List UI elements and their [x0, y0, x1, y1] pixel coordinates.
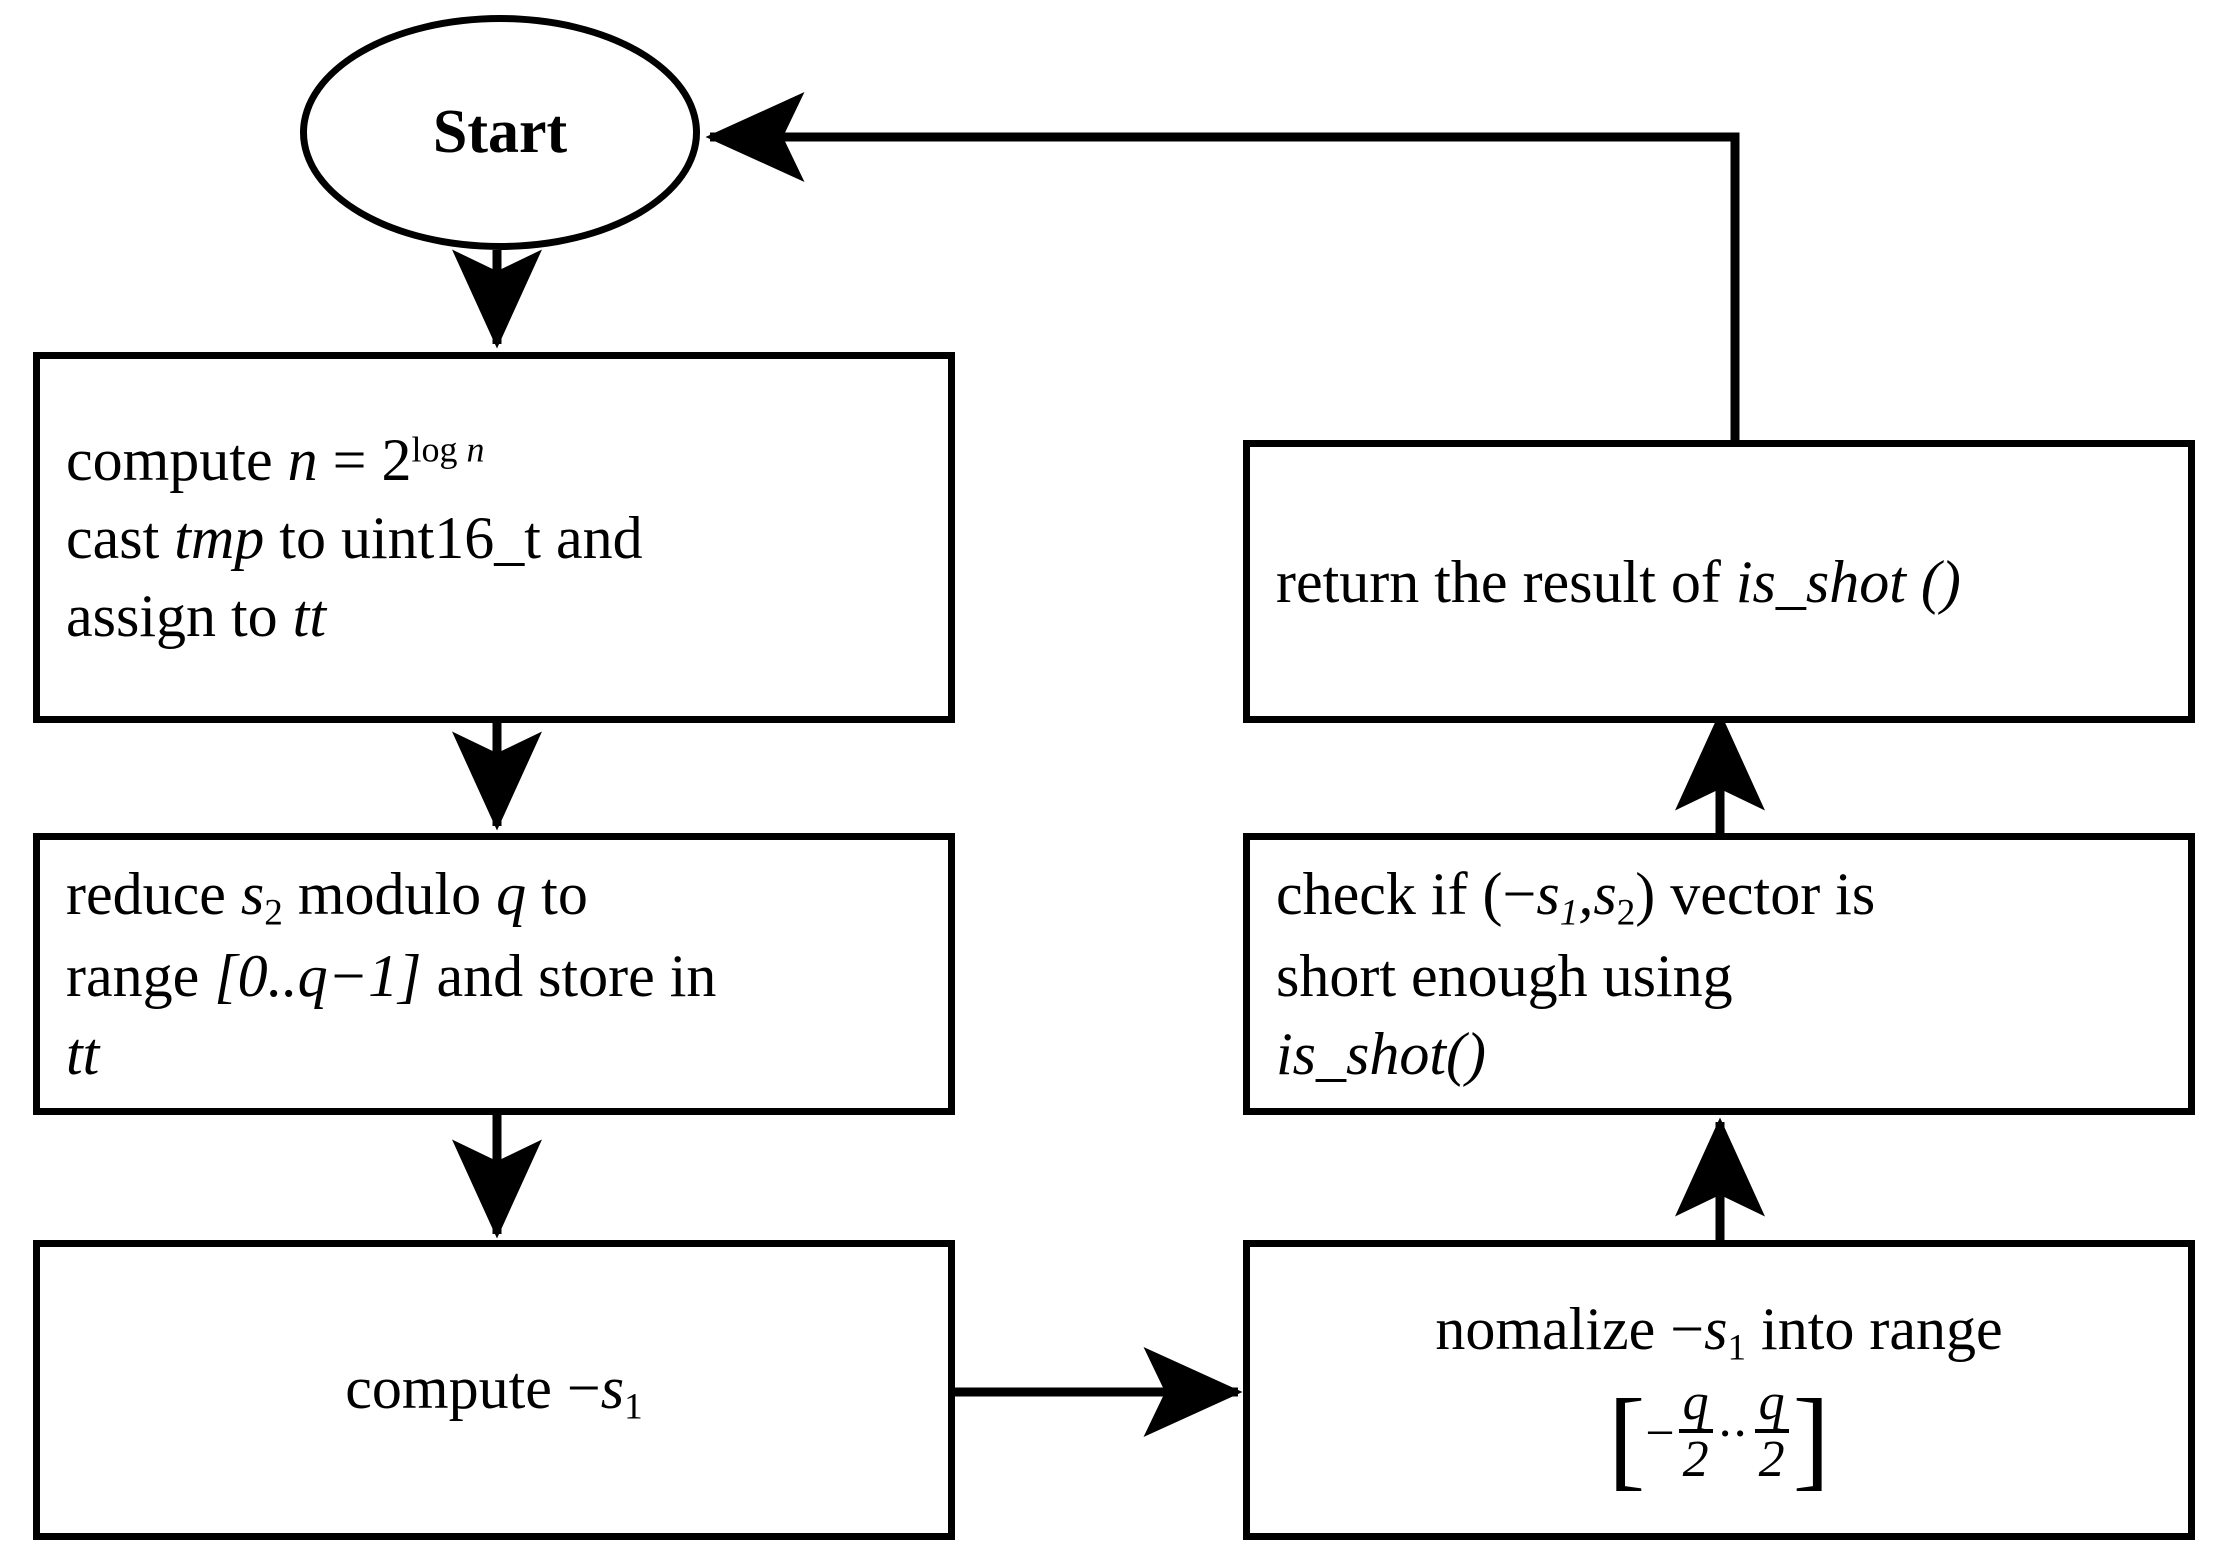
compute-neg-s1-l1-a: compute − [345, 1354, 601, 1421]
return-result-l1-var: is_shot () [1735, 548, 1961, 615]
check-short-l1-comma: , [1578, 860, 1594, 927]
reduce-s2-line-3: tt [66, 1015, 922, 1093]
compute-neg-s1-l1-sub: 1 [624, 1386, 643, 1428]
range-minus-sign: − [1645, 1404, 1675, 1462]
reduce-s2-l1-sub: 2 [264, 892, 283, 934]
range-fraction-left: q 2 [1678, 1374, 1713, 1489]
compute-neg-s1-l1-var: s [600, 1354, 625, 1421]
range-fraction-right: q 2 [1754, 1374, 1789, 1489]
compute-n-l2-a: cast [66, 504, 175, 571]
node-normalize-text: nomalize −s1 into range [ − q 2 .. q 2 ] [1250, 1290, 2188, 1501]
reduce-s2-l2-b: and store in [421, 943, 717, 1010]
node-check-short-text: check if (−s1,s2) vector is short enough… [1250, 855, 2188, 1094]
reduce-s2-line-1: reduce s2 modulo q to [66, 855, 922, 938]
normalize-l1-b: into range [1746, 1295, 2003, 1362]
compute-neg-s1-line-1: compute −s1 [66, 1349, 922, 1432]
range-fraction-right-denominator: 2 [1758, 1431, 1785, 1489]
reduce-s2-l2-a: range [66, 943, 215, 1010]
compute-n-line-2: cast tmp to uint16_t and [66, 499, 922, 577]
reduce-s2-l1-a: reduce [66, 860, 241, 927]
range-fraction-left-numerator: q [1682, 1374, 1709, 1432]
reduce-s2-l1-b: modulo [282, 860, 497, 927]
compute-n-l2-var: tmp [174, 504, 265, 571]
normalize-l1-var: s [1704, 1295, 1728, 1362]
check-short-line-3: is_shot() [1276, 1015, 2162, 1093]
reduce-s2-l1-var: s [240, 860, 265, 927]
normalize-range-expression: [ − q 2 .. q 2 ] [1276, 1376, 2162, 1501]
check-short-line-2: short enough using [1276, 943, 1733, 1010]
normalize-line-1: nomalize −s1 into range [1276, 1290, 2162, 1373]
check-short-l1-sub2: 2 [1616, 892, 1636, 934]
range-close-bracket: ] [1792, 1376, 1830, 1501]
node-return-result-text: return the result of is_shot () [1250, 543, 2188, 621]
normalize-l1-a: nomalize − [1435, 1295, 1705, 1362]
node-reduce-s2-text: reduce s2 modulo q to range [0..q−1] and… [40, 855, 948, 1094]
compute-n-l1-sup-var: n [466, 428, 485, 469]
compute-n-l2-b: to uint16_t and [264, 504, 643, 571]
node-compute-neg-s1[interactable]: compute −s1 [33, 1240, 955, 1540]
compute-n-l3-a: assign to [66, 582, 293, 649]
normalize-l1-sub: 1 [1727, 1326, 1747, 1368]
node-compute-n[interactable]: compute n = 2log n cast tmp to uint16_t … [33, 352, 955, 723]
check-short-l1-a: check if (− [1276, 860, 1537, 927]
check-short-l1-var1: s [1536, 860, 1560, 927]
check-short-line-1: check if (−s1,s2) vector is [1276, 855, 2162, 938]
compute-n-l1-sup: log n [411, 429, 484, 469]
reduce-s2-line-2: range [0..q−1] and store in [66, 937, 922, 1015]
compute-n-l1-a: compute [66, 426, 288, 493]
node-return-result[interactable]: return the result of is_shot () [1243, 440, 2195, 723]
range-fraction-left-bar [1678, 1429, 1713, 1434]
compute-n-l1-b: = 2 [317, 426, 412, 493]
return-result-line-1: return the result of is_shot () [1276, 543, 2162, 621]
reduce-s2-l1-c: to [526, 860, 588, 927]
check-short-l1-b: ) vector is [1635, 860, 1876, 927]
node-compute-neg-s1-text: compute −s1 [40, 1349, 948, 1432]
check-short-l1-var2: s [1593, 860, 1617, 927]
node-normalize[interactable]: nomalize −s1 into range [ − q 2 .. q 2 ] [1243, 1240, 2195, 1540]
return-result-l1-a: return the result of [1276, 548, 1736, 615]
node-check-short[interactable]: check if (−s1,s2) vector is short enough… [1243, 833, 2195, 1115]
node-compute-n-text: compute n = 2log n cast tmp to uint16_t … [40, 421, 948, 655]
compute-n-l3-var: tt [292, 582, 327, 649]
check-short-l3-var: is_shot() [1276, 1021, 1486, 1088]
range-fraction-left-denominator: 2 [1682, 1431, 1709, 1489]
compute-n-l1-sup-a: log [411, 428, 467, 469]
range-fraction-right-numerator: q [1758, 1374, 1785, 1432]
compute-n-l1-var: n [287, 426, 318, 493]
reduce-s2-l3-var: tt [66, 1021, 100, 1088]
node-start[interactable]: Start [300, 15, 700, 250]
range-dots: .. [1718, 1390, 1749, 1448]
node-reduce-s2[interactable]: reduce s2 modulo q to range [0..q−1] and… [33, 833, 955, 1115]
range-fraction-right-bar [1754, 1429, 1789, 1434]
compute-n-line-1: compute n = 2log n [66, 421, 922, 499]
range-open-bracket: [ [1608, 1376, 1646, 1501]
compute-n-line-3: assign to tt [66, 577, 922, 655]
check-short-l1-sub1: 1 [1559, 892, 1579, 934]
node-start-label: Start [432, 98, 568, 166]
reduce-s2-l2-range: [0..q−1] [214, 943, 422, 1010]
reduce-s2-l1-var2: q [496, 860, 527, 927]
